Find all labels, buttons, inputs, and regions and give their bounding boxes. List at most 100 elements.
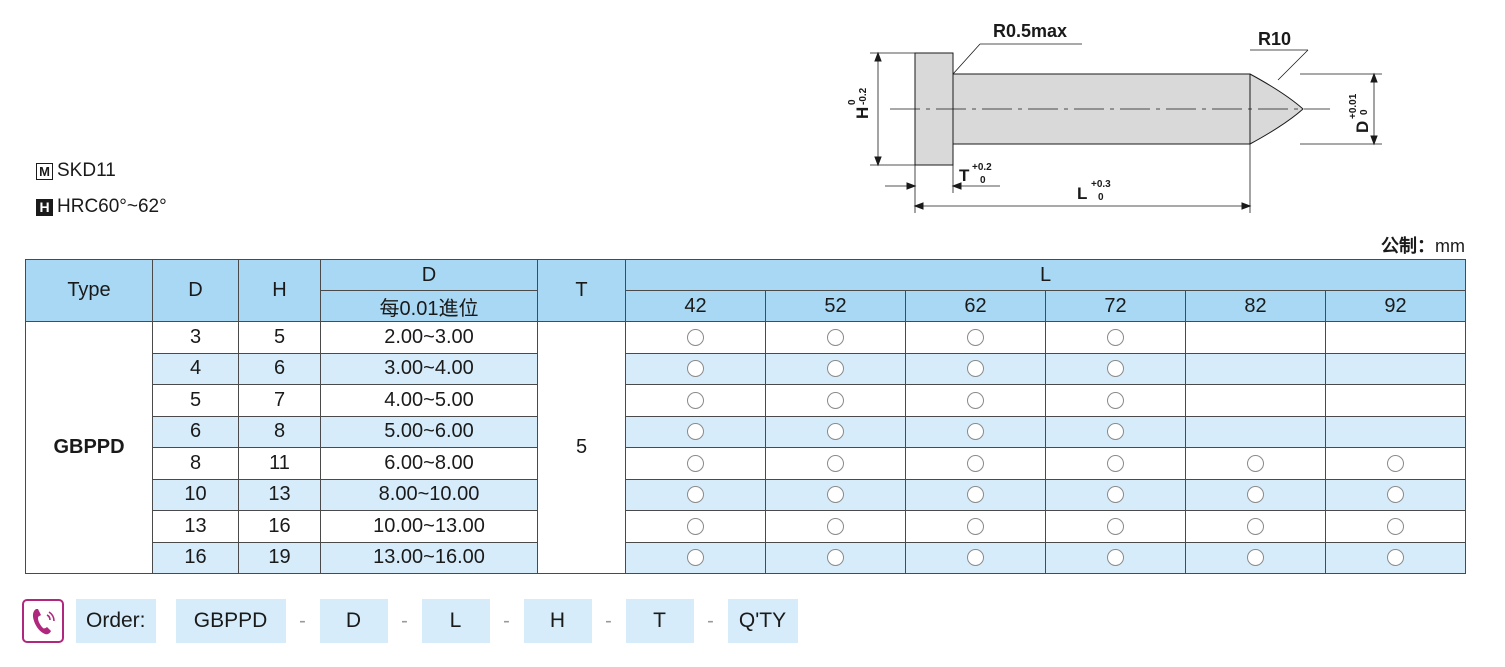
available-circle-icon <box>1247 486 1264 504</box>
d-tol-lower: 0 <box>1359 109 1370 115</box>
type-cell: GBPPD <box>25 321 153 574</box>
pin-drawing: R0.5max R10 H 0 -0.2 D +0.01 0 T +0.2 0 … <box>847 21 1382 213</box>
availability-cell <box>1324 541 1467 574</box>
h-cell: 16 <box>238 510 321 543</box>
available-circle-icon <box>967 328 984 346</box>
d-range-cell: 2.00~3.00 <box>320 321 538 354</box>
material-line: M SKD11 <box>36 160 116 182</box>
order-separator: - <box>503 609 510 632</box>
availability-cell <box>1185 384 1326 417</box>
l-dim-label: L <box>1077 184 1087 203</box>
d-cell: 8 <box>152 447 239 480</box>
d-range-cell: 8.00~10.00 <box>320 478 538 511</box>
available-circle-icon <box>967 486 984 504</box>
available-circle-icon <box>827 391 844 409</box>
d-range-cell: 10.00~13.00 <box>320 510 538 543</box>
available-circle-icon <box>687 423 704 441</box>
availability-cell <box>625 415 766 448</box>
availability-cell <box>1045 352 1186 385</box>
available-circle-icon <box>1387 517 1405 535</box>
availability-cell <box>765 384 906 417</box>
available-circle-icon <box>687 549 704 567</box>
order-label: Order: <box>76 599 156 643</box>
available-circle-icon <box>827 423 844 441</box>
availability-cell <box>1045 415 1186 448</box>
available-circle-icon <box>967 391 984 409</box>
available-circle-icon <box>1107 517 1124 535</box>
available-circle-icon <box>827 454 844 472</box>
availability-cell <box>1324 447 1467 480</box>
unit-value: mm <box>1435 236 1465 256</box>
r-large-label: R10 <box>1258 29 1291 49</box>
order-segment: L <box>421 599 490 643</box>
availability-cell <box>625 478 766 511</box>
available-circle-icon <box>827 328 844 346</box>
availability-cell <box>905 384 1046 417</box>
availability-cell <box>625 510 766 543</box>
d-cell: 13 <box>152 510 239 543</box>
header-d: D <box>152 259 239 322</box>
available-circle-icon <box>1387 486 1405 504</box>
unit-note: 公制：mm <box>1381 232 1465 258</box>
available-circle-icon <box>967 360 984 378</box>
available-circle-icon <box>687 517 704 535</box>
order-separator: - <box>707 609 714 632</box>
availability-cell <box>1185 415 1326 448</box>
d-tol-upper: +0.01 <box>1348 93 1359 119</box>
t-tol-upper: +0.2 <box>972 162 992 173</box>
availability-cell <box>905 541 1046 574</box>
availability-cell <box>905 321 1046 354</box>
available-circle-icon <box>1247 549 1264 567</box>
order-segment: Q'TY <box>727 599 798 643</box>
h-cell: 7 <box>238 384 321 417</box>
available-circle-icon <box>1387 454 1405 472</box>
availability-cell <box>905 352 1046 385</box>
d-dim-label: D <box>1353 121 1372 133</box>
availability-cell <box>1185 541 1326 574</box>
availability-cell <box>765 447 906 480</box>
header-l-72: 72 <box>1045 290 1186 322</box>
available-circle-icon <box>1387 549 1405 567</box>
t-cell: 5 <box>537 321 626 574</box>
header-d-range: D <box>320 259 538 291</box>
availability-cell <box>1045 384 1186 417</box>
availability-cell <box>765 478 906 511</box>
order-segment: GBPPD <box>175 599 286 643</box>
order-separator: - <box>401 609 408 632</box>
unit-label: 公制： <box>1381 236 1435 256</box>
order-segment: H <box>523 599 592 643</box>
h-cell: 19 <box>238 541 321 574</box>
availability-cell <box>1045 510 1186 543</box>
available-circle-icon <box>967 423 984 441</box>
available-circle-icon <box>1107 423 1124 441</box>
availability-cell <box>1045 478 1186 511</box>
availability-cell <box>625 447 766 480</box>
d-range-cell: 4.00~5.00 <box>320 384 538 417</box>
availability-cell <box>1045 541 1186 574</box>
order-separator: - <box>605 609 612 632</box>
available-circle-icon <box>1107 328 1124 346</box>
h-cell: 13 <box>238 478 321 511</box>
order-segment: D <box>319 599 388 643</box>
availability-cell <box>1324 415 1467 448</box>
availability-cell <box>1185 510 1326 543</box>
d-range-cell: 5.00~6.00 <box>320 415 538 448</box>
available-circle-icon <box>1107 391 1124 409</box>
available-circle-icon <box>827 360 844 378</box>
availability-cell <box>1045 447 1186 480</box>
l-tol-upper: +0.3 <box>1091 179 1111 190</box>
hardness-text: HRC60°~62° <box>57 196 167 217</box>
availability-cell <box>1324 321 1467 354</box>
h-cell: 5 <box>238 321 321 354</box>
available-circle-icon <box>1107 454 1124 472</box>
availability-cell <box>625 541 766 574</box>
availability-cell <box>1045 321 1186 354</box>
t-dim-label: T <box>959 166 970 185</box>
d-cell: 16 <box>152 541 239 574</box>
available-circle-icon <box>687 328 704 346</box>
